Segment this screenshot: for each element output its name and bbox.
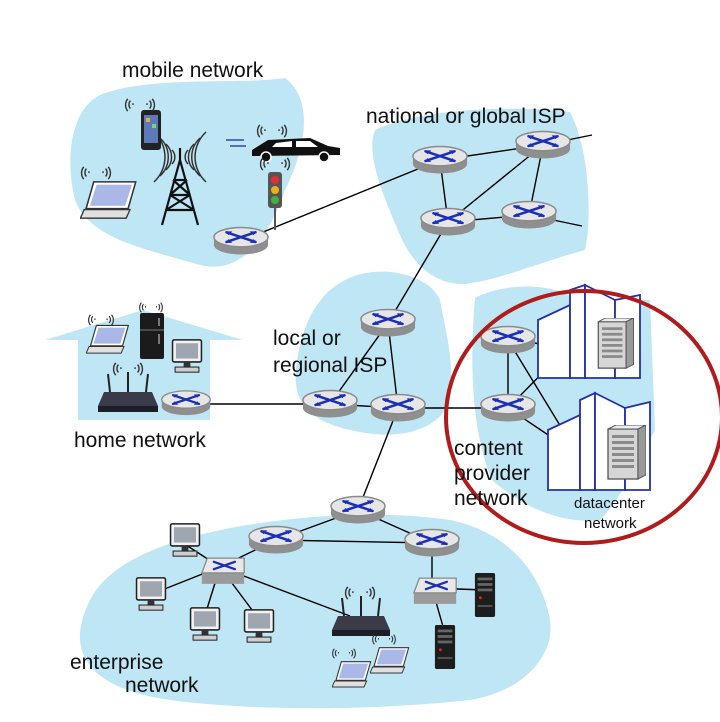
router-icon — [359, 308, 417, 338]
content-provider-label-line1: content — [454, 437, 523, 460]
datacenter-label-line1: datacenter — [574, 495, 645, 512]
content-provider-label-line2: provider — [454, 462, 530, 485]
router-icon — [301, 389, 359, 419]
fridge-icon — [140, 313, 164, 359]
local-isp-label-line2: regional ISP — [273, 354, 388, 377]
tower-waves-icon — [153, 131, 207, 183]
desktop-icon — [171, 339, 203, 373]
router-icon — [479, 325, 537, 355]
building-icon — [537, 283, 641, 379]
router-icon — [514, 130, 572, 160]
datacenter-label-line2: network — [584, 515, 637, 532]
router-icon — [212, 226, 270, 256]
enterprise-label-line1: enterprise — [70, 651, 164, 674]
national-isp-label: national or global ISP — [366, 105, 566, 128]
enterprise-network-region — [79, 514, 551, 709]
router-icon — [369, 393, 427, 423]
server-icon — [434, 625, 456, 669]
server-icon — [607, 425, 646, 480]
wifi-router-icon — [332, 596, 390, 636]
cell-tower-icon — [160, 148, 200, 226]
server-icon — [597, 318, 634, 369]
local-isp-label-line1: local or — [273, 327, 341, 350]
router-icon — [419, 207, 477, 237]
wifi-router-icon — [98, 372, 158, 412]
traffic-light-icon — [268, 172, 282, 230]
router-icon — [479, 393, 537, 423]
switch-icon — [200, 556, 246, 586]
router-icon — [403, 528, 461, 558]
router-icon — [160, 389, 212, 417]
car-icon — [226, 138, 340, 163]
desktop-icon — [189, 607, 221, 641]
server-icon — [474, 573, 496, 617]
content-provider-highlight — [444, 289, 720, 545]
enterprise-label-line2: network — [125, 674, 199, 697]
router-icon — [500, 200, 558, 230]
desktop-icon — [135, 577, 167, 611]
smartphone-icon — [141, 110, 161, 150]
router-icon — [411, 145, 469, 175]
home-network-label: home network — [74, 429, 206, 452]
router-icon — [329, 495, 387, 525]
mobile-network-label: mobile network — [122, 59, 264, 82]
switch-icon — [412, 576, 458, 606]
mobile-network-region — [70, 78, 304, 267]
desktop-icon — [243, 609, 275, 643]
desktop-icon — [169, 523, 201, 557]
router-icon — [247, 525, 305, 555]
content-provider-label-line3: network — [454, 487, 528, 510]
